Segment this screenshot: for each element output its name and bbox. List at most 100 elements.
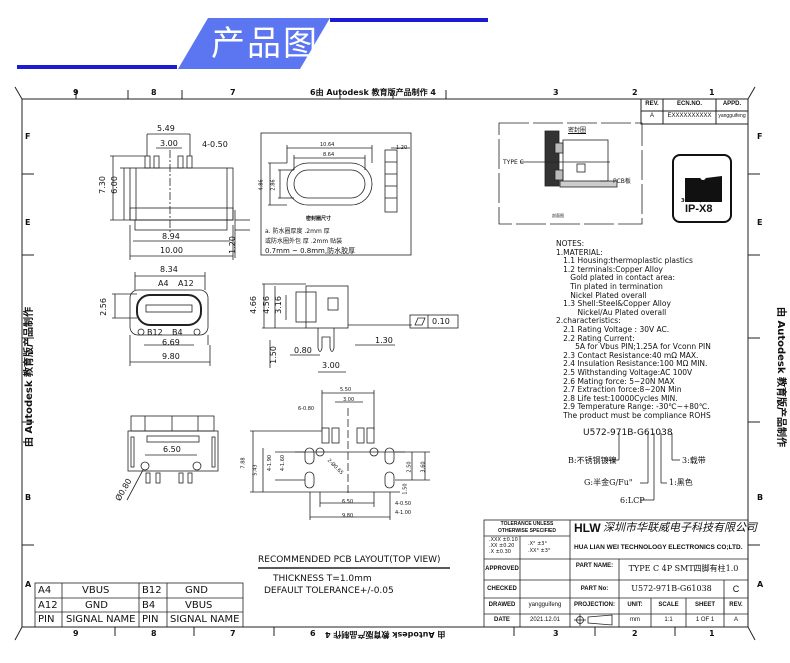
pin-label-A12: A12 [178, 279, 194, 288]
zone-bottom-7: 7 [230, 629, 236, 638]
ecn-value: EXXXXXXXXXX [667, 113, 712, 119]
tolerance-xxx: .XXX ±0.10 [489, 537, 518, 543]
dim-4-0-50: 4-0.50 [202, 140, 228, 149]
part-rev-value: C [732, 584, 740, 594]
note-line: Gold plated in contact area: [556, 273, 675, 283]
section-type-c-label: TYPE C [503, 159, 524, 166]
pcb-dim-7-88: 7.88 [240, 457, 247, 469]
zone-top-7: 7 [230, 88, 236, 97]
scale-label: SCALE [658, 602, 679, 608]
scale-value: 1:1 [664, 617, 673, 623]
tolerance-xx: .XX ±0.20 [489, 543, 515, 549]
section-pcb-label: PCB板 [613, 178, 631, 185]
part-code-leaders [606, 433, 680, 501]
zone-left-A: A [25, 580, 32, 589]
pcb-dim-9-80: 9.80 [342, 513, 354, 519]
drawed-value: yangguifeng [528, 602, 562, 608]
rev-value-tb: A [733, 617, 738, 623]
part-code-legend-3: 3:载带 [682, 456, 706, 465]
approved-label: APPROVED [485, 566, 519, 572]
date-value: 2021.12.01 [529, 617, 561, 623]
dim-3-16: 3.16 [273, 296, 283, 314]
rev-label: REV. [729, 602, 743, 608]
pcb-dim-1-50: 1.50 [402, 483, 409, 495]
dim-8-94: 8.94 [162, 232, 180, 241]
angle-x: .X° ±3° [528, 541, 547, 547]
pin-table-cell: VBUS [82, 585, 110, 596]
pin-table-cell: SIGNAL NAME [170, 614, 240, 625]
pin-table-cell: B4 [142, 600, 156, 611]
unit-label: UNIT: [627, 602, 643, 608]
zone-left-B: B [25, 493, 32, 502]
pin-table-cell: GND [185, 585, 208, 596]
note-line: Tin plated in termination [556, 282, 663, 291]
seal-ring-note-2: 或防水圈外包 厚 .2mm 贴装 [265, 238, 343, 245]
zone-top-1: 1 [709, 88, 715, 97]
tolerance-x: .X ±0.30 [489, 549, 511, 555]
part-no-label: PART No: [580, 586, 609, 592]
section-view [498, 122, 643, 225]
dim-0-80: 0.80 [294, 346, 312, 355]
zone-right-A: A [757, 580, 764, 589]
company-name-cn: 深圳市华联威电子科技有限公司 [603, 521, 757, 534]
dim-6-00: 6.00 [109, 176, 119, 194]
pin-label-B4: B4 [172, 328, 183, 337]
dim-5-49: 5.49 [157, 124, 175, 133]
appd-value: yangguifeng [718, 113, 746, 119]
dim-4-66: 4.66 [248, 296, 258, 314]
zone-bottom-3: 3 [553, 629, 559, 638]
zone-bottom-6: 6 [310, 629, 316, 638]
zone-bottom-watermark: 由 Autodesk 教育版产品制作 4 [325, 630, 446, 639]
pin-table-cell: B12 [142, 585, 162, 596]
pin-table-cell: SIGNAL NAME [66, 614, 136, 625]
watermark-left: 由 Autodesk 教育版产品制作 [24, 306, 36, 448]
dim-6-69: 6.69 [162, 338, 180, 347]
zone-top-3: 3 [553, 88, 559, 97]
ecn-header: ECN.NO. [676, 101, 702, 107]
zone-left-E: E [25, 218, 31, 227]
pcb-dim-4-0-50: 4-0.50 [395, 501, 412, 507]
zone-bottom-1: 1 [709, 629, 715, 638]
pin-table-cell: PIN [142, 614, 159, 625]
angle-xx: .XX° ±3° [528, 548, 551, 554]
pcb-dim-2-50: 2.50 [406, 461, 413, 473]
banner-parallelogram [178, 18, 330, 69]
zone-bottom-9: 9 [73, 629, 79, 638]
part-code-legend-g: G:半金G/Fu" [584, 478, 633, 487]
dim-9-80: 9.80 [162, 352, 180, 361]
date-label: DATE [494, 617, 510, 623]
note-line: Nickel Plated overall [556, 290, 647, 300]
pin-label-A4: A4 [158, 279, 169, 288]
dim-7-30: 7.30 [97, 176, 107, 194]
dim-6-50: 6.50 [163, 445, 181, 454]
dim-3-00: 3.00 [160, 139, 178, 148]
pcb-dim-6-50: 6.50 [342, 499, 354, 505]
zone-top-9: 9 [73, 88, 79, 97]
dim-1-20-seal: 1.20 [396, 145, 408, 151]
sheet-value: 1 OF 1 [695, 617, 715, 623]
pin-table-cell: GND [85, 600, 108, 611]
part-code-legend-1: 1:黑色 [669, 478, 693, 487]
pcb-dim-4-1-00: 4-1.00 [395, 510, 412, 516]
part-name-label: PART NAME: [575, 563, 614, 569]
pcb-dim-4-1-90: 4-1.90 [267, 454, 274, 472]
dim-dia-0-80: Ø0.80 [113, 477, 134, 503]
seal-ring-note-1: a. 防水圈厚度 .2mm 厚 [265, 228, 330, 235]
banner-line-left [17, 65, 177, 69]
dim-2-56: 2.56 [98, 298, 108, 316]
checked-label: CHECKED [487, 586, 517, 592]
note-line: 2.characteristics: [556, 316, 621, 326]
part-code: U572-971B-G61038 [583, 428, 673, 438]
pcb-dim-2-dia-0-65: 2-Ø0.65 [325, 457, 345, 477]
company-name-en: HUA LIAN WEI TECHNOLOGY ELECTRONICS CO;L… [574, 544, 743, 551]
note-line: 1.MATERIAL: [556, 247, 603, 257]
dim-8-34: 8.34 [160, 265, 178, 274]
note-line: 2.3 Contact Resistance:40 mΩ MAX. [556, 350, 699, 360]
note-line: The product must be compliance ROHS [556, 411, 711, 420]
drawed-label: DRAWED [488, 602, 516, 608]
dim-1-20: 1.20 [227, 236, 237, 254]
pcb-dim-6-0-80: 6-0.80 [298, 406, 315, 412]
dim-4-56: 4.56 [261, 296, 271, 314]
note-line: 2.1 Rating Voltage : 30V AC. [556, 325, 670, 334]
part-no-value: U572-971B-G61038 [631, 584, 712, 593]
